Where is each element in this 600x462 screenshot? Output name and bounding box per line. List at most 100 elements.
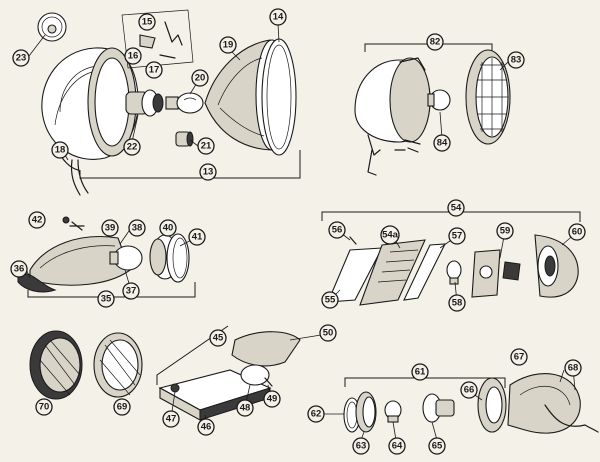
callout-64: 64 [388, 437, 406, 455]
bracket-13 [79, 150, 301, 179]
headlamp-bulb-part [165, 92, 204, 114]
callout-83: 83 [507, 51, 525, 69]
tail-lamp-lens-part [359, 239, 426, 306]
callout-57: 57 [448, 227, 466, 245]
svg-text:15: 15 [142, 17, 153, 28]
svg-text:37: 37 [126, 286, 137, 297]
svg-text:46: 46 [201, 422, 212, 433]
fog-lamp-shell-part [354, 57, 431, 176]
callout-18: 18 [51, 141, 69, 159]
svg-text:42: 42 [32, 215, 43, 226]
callout-62: 62 [307, 405, 325, 423]
svg-text:41: 41 [192, 232, 203, 243]
callout-21: 21 [197, 137, 215, 155]
callout-63: 63 [352, 437, 370, 455]
headlamp-rim-part [261, 38, 297, 156]
callout-14: 14 [269, 8, 287, 26]
svg-text:63: 63 [356, 441, 367, 452]
svg-text:84: 84 [437, 138, 448, 149]
svg-text:69: 69 [117, 402, 128, 413]
svg-text:47: 47 [166, 414, 177, 425]
tail-lamp-gasket-part [327, 247, 383, 303]
plate-lamp-cover-part [231, 331, 301, 367]
callout-47: 47 [162, 410, 180, 428]
svg-text:58: 58 [452, 298, 463, 309]
svg-text:83: 83 [511, 55, 522, 66]
callout-40: 40 [159, 219, 177, 237]
svg-text:56: 56 [332, 225, 343, 236]
callout-42: 42 [28, 211, 46, 229]
svg-text:54: 54 [451, 203, 462, 214]
plate-lamp-group [156, 325, 301, 421]
svg-text:16: 16 [128, 51, 139, 62]
plate-lamp-lens-part [240, 364, 270, 386]
callout-59: 59 [496, 222, 514, 240]
svg-text:22: 22 [127, 142, 138, 153]
svg-text:65: 65 [432, 441, 443, 452]
svg-text:48: 48 [240, 403, 251, 414]
svg-text:49: 49 [267, 394, 278, 405]
callout-41: 41 [188, 228, 206, 246]
reflector-69-part [93, 332, 143, 398]
svg-text:23: 23 [16, 53, 27, 64]
callout-56: 56 [328, 221, 346, 239]
callout-54: 54 [447, 199, 465, 217]
svg-text:17: 17 [149, 65, 160, 76]
svg-text:82: 82 [430, 37, 441, 48]
callout-55: 55 [321, 291, 339, 309]
flasher-housing-part [507, 373, 581, 434]
tail-lamp-holder-part [502, 261, 521, 281]
callout-16: 16 [124, 47, 142, 65]
spring-clip-inset [121, 9, 194, 69]
callout-15: 15 [138, 13, 156, 31]
fog-lamp-group [354, 43, 511, 176]
headlamp-wire-part [70, 159, 89, 196]
callout-69: 69 [113, 398, 131, 416]
svg-text:64: 64 [392, 441, 403, 452]
side-lamp-bulb-part [109, 245, 143, 271]
callout-22: 22 [123, 138, 141, 156]
callout-49: 49 [263, 390, 281, 408]
callout-67: 67 [510, 348, 528, 366]
svg-text:59: 59 [500, 226, 511, 237]
svg-text:54a: 54a [382, 230, 399, 241]
leader-lines [26, 23, 578, 441]
callout-65: 65 [428, 437, 446, 455]
callout-48: 48 [236, 399, 254, 417]
callout-20: 20 [191, 69, 209, 87]
flasher-holder-part [422, 393, 455, 423]
callout-61: 61 [411, 363, 429, 381]
svg-text:39: 39 [105, 223, 116, 234]
svg-text:19: 19 [223, 40, 234, 51]
fog-lamp-lens-part [465, 49, 511, 145]
svg-text:55: 55 [325, 295, 336, 306]
callout-36: 36 [10, 260, 28, 278]
svg-text:40: 40 [163, 223, 174, 234]
svg-text:70: 70 [39, 402, 50, 413]
callout-17: 17 [145, 61, 163, 79]
nut-part [62, 216, 70, 224]
svg-text:35: 35 [101, 294, 112, 305]
svg-text:13: 13 [203, 167, 214, 178]
tail-lamp-bulb-part [446, 260, 462, 285]
tail-lamp-housing-part [534, 234, 579, 298]
callout-82: 82 [426, 33, 444, 51]
callout-84: 84 [433, 134, 451, 152]
callout-19: 19 [219, 36, 237, 54]
tail-lamp-screw-part [349, 236, 357, 245]
callout-13: 13 [199, 163, 217, 181]
svg-text:45: 45 [213, 333, 224, 344]
side-lamp-screw-part [69, 221, 85, 231]
callout-37: 37 [122, 282, 140, 300]
callout-45: 45 [209, 329, 227, 347]
headlamp-assembly-group [37, 9, 301, 196]
reflector-70-part [29, 330, 83, 400]
svg-text:66: 66 [464, 385, 475, 396]
flasher-wire-part [544, 404, 599, 433]
svg-text:18: 18 [55, 145, 66, 156]
fog-lamp-screw-part [394, 147, 419, 153]
svg-text:21: 21 [201, 141, 212, 152]
svg-text:36: 36 [14, 264, 25, 275]
svg-text:68: 68 [568, 363, 579, 374]
